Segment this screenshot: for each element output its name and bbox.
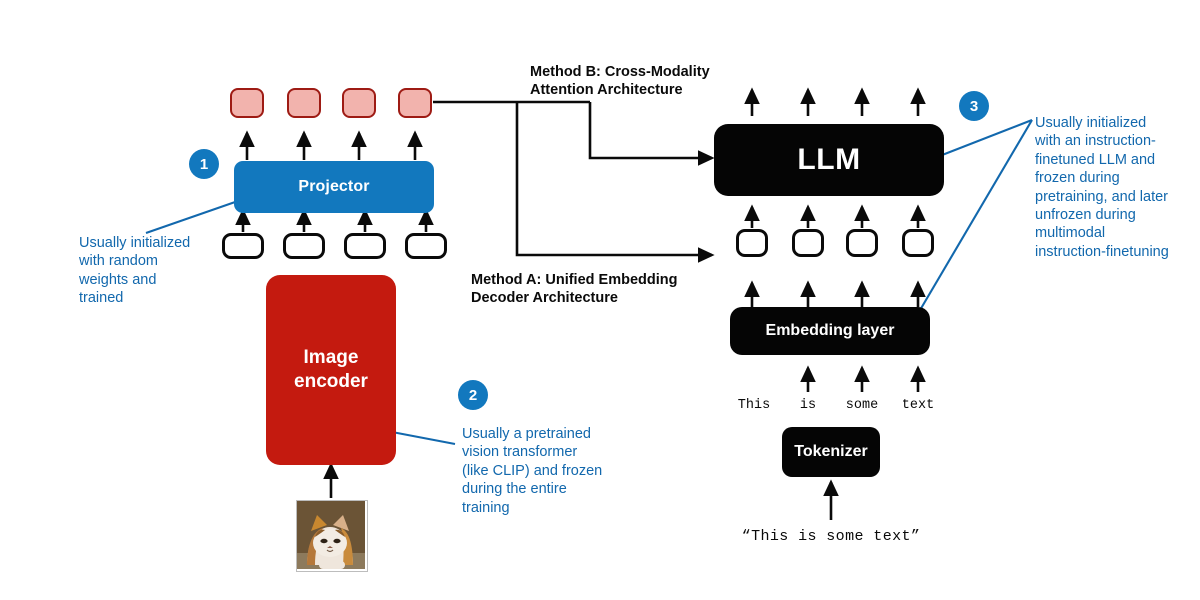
patch-embedding-box xyxy=(405,233,447,259)
token-embedding-box xyxy=(846,229,878,257)
annotation-note-1-line2: with random xyxy=(79,253,158,270)
embedding-layer-label: Embedding layer xyxy=(765,322,895,339)
image-encoder-label-line2: encoder xyxy=(294,371,368,392)
annotation-note-3-line5: pretraining, and later xyxy=(1035,188,1168,205)
annotation-note-3-line6: unfrozen during xyxy=(1035,207,1136,224)
image-encoder-label-line1: Image xyxy=(303,347,359,369)
annotation-badge-3: 3 xyxy=(959,91,989,121)
token-embedding-box xyxy=(792,229,824,257)
annotation-note-3-line8: instruction-finetuning xyxy=(1035,243,1169,260)
image-feature-token xyxy=(342,88,376,118)
annotation-note-2: Usually a pretrained vision transformer … xyxy=(462,425,672,517)
projector-block: Projector xyxy=(234,161,434,213)
projector-label: Projector xyxy=(298,178,370,195)
llm-block: LLM xyxy=(714,124,944,196)
image-feature-token xyxy=(230,88,264,118)
method-b-title-line1: Method B: Cross-Modality xyxy=(530,64,710,80)
annotation-note-2-line2: vision transformer xyxy=(462,444,578,461)
image-encoder-block: Image encoder xyxy=(266,275,396,465)
tokenizer-label: Tokenizer xyxy=(794,443,868,460)
token-embedding-box xyxy=(736,229,768,257)
embedding-layer-block: Embedding layer xyxy=(730,307,930,355)
annotation-note-3: Usually initialized with an instruction-… xyxy=(1035,114,1200,261)
annotation-note-3-line4: frozen during xyxy=(1035,170,1120,187)
annotation-note-2-line4: during the entire xyxy=(462,481,567,498)
token-embedding-box xyxy=(902,229,934,257)
annotation-note-3-line3: finetuned LLM and xyxy=(1035,151,1156,168)
llm-label: LLM xyxy=(797,143,861,176)
token-word-3: text xyxy=(901,398,935,413)
tokenizer-block: Tokenizer xyxy=(782,427,880,477)
annotation-note-1-line1: Usually initialized xyxy=(79,235,191,251)
annotation-badge-2: 2 xyxy=(458,380,488,410)
cat-photo-icon xyxy=(297,501,365,569)
input-image-cat xyxy=(296,500,368,572)
annotation-note-2-line3: (like CLIP) and frozen xyxy=(462,462,603,479)
method-a-title-line1: Method A: Unified Embedding xyxy=(471,272,678,288)
annotation-note-1-line3: weights and xyxy=(79,271,157,288)
annotation-note-3-line2: with an instruction- xyxy=(1035,133,1156,150)
patch-embedding-box xyxy=(222,233,264,259)
annotation-note-3-line1: Usually initialized xyxy=(1035,115,1147,131)
annotation-badge-1: 1 xyxy=(189,149,219,179)
patch-embedding-box xyxy=(283,233,325,259)
method-b-title: Method B: Cross-Modality Attention Archi… xyxy=(530,63,710,99)
raw-input-text: “This is some text” xyxy=(741,528,921,545)
method-b-title-line2: Attention Architecture xyxy=(530,82,683,99)
annotation-note-2-line5: training xyxy=(462,499,510,516)
annotation-note-2-line1: Usually a pretrained xyxy=(462,426,591,442)
annotation-note-1-line4: trained xyxy=(79,290,124,307)
method-a-title: Method A: Unified Embedding Decoder Arch… xyxy=(471,271,677,307)
patch-embedding-box xyxy=(344,233,386,259)
annotation-note-1: Usually initialized with random weights … xyxy=(79,234,259,308)
token-word-1: is xyxy=(799,398,817,413)
token-word-2: some xyxy=(845,398,879,413)
image-feature-token xyxy=(398,88,432,118)
token-word-0: This xyxy=(737,398,771,413)
annotation-note-3-line7: multimodal xyxy=(1035,225,1106,242)
method-a-title-line2: Decoder Architecture xyxy=(471,290,618,307)
image-feature-token xyxy=(287,88,321,118)
